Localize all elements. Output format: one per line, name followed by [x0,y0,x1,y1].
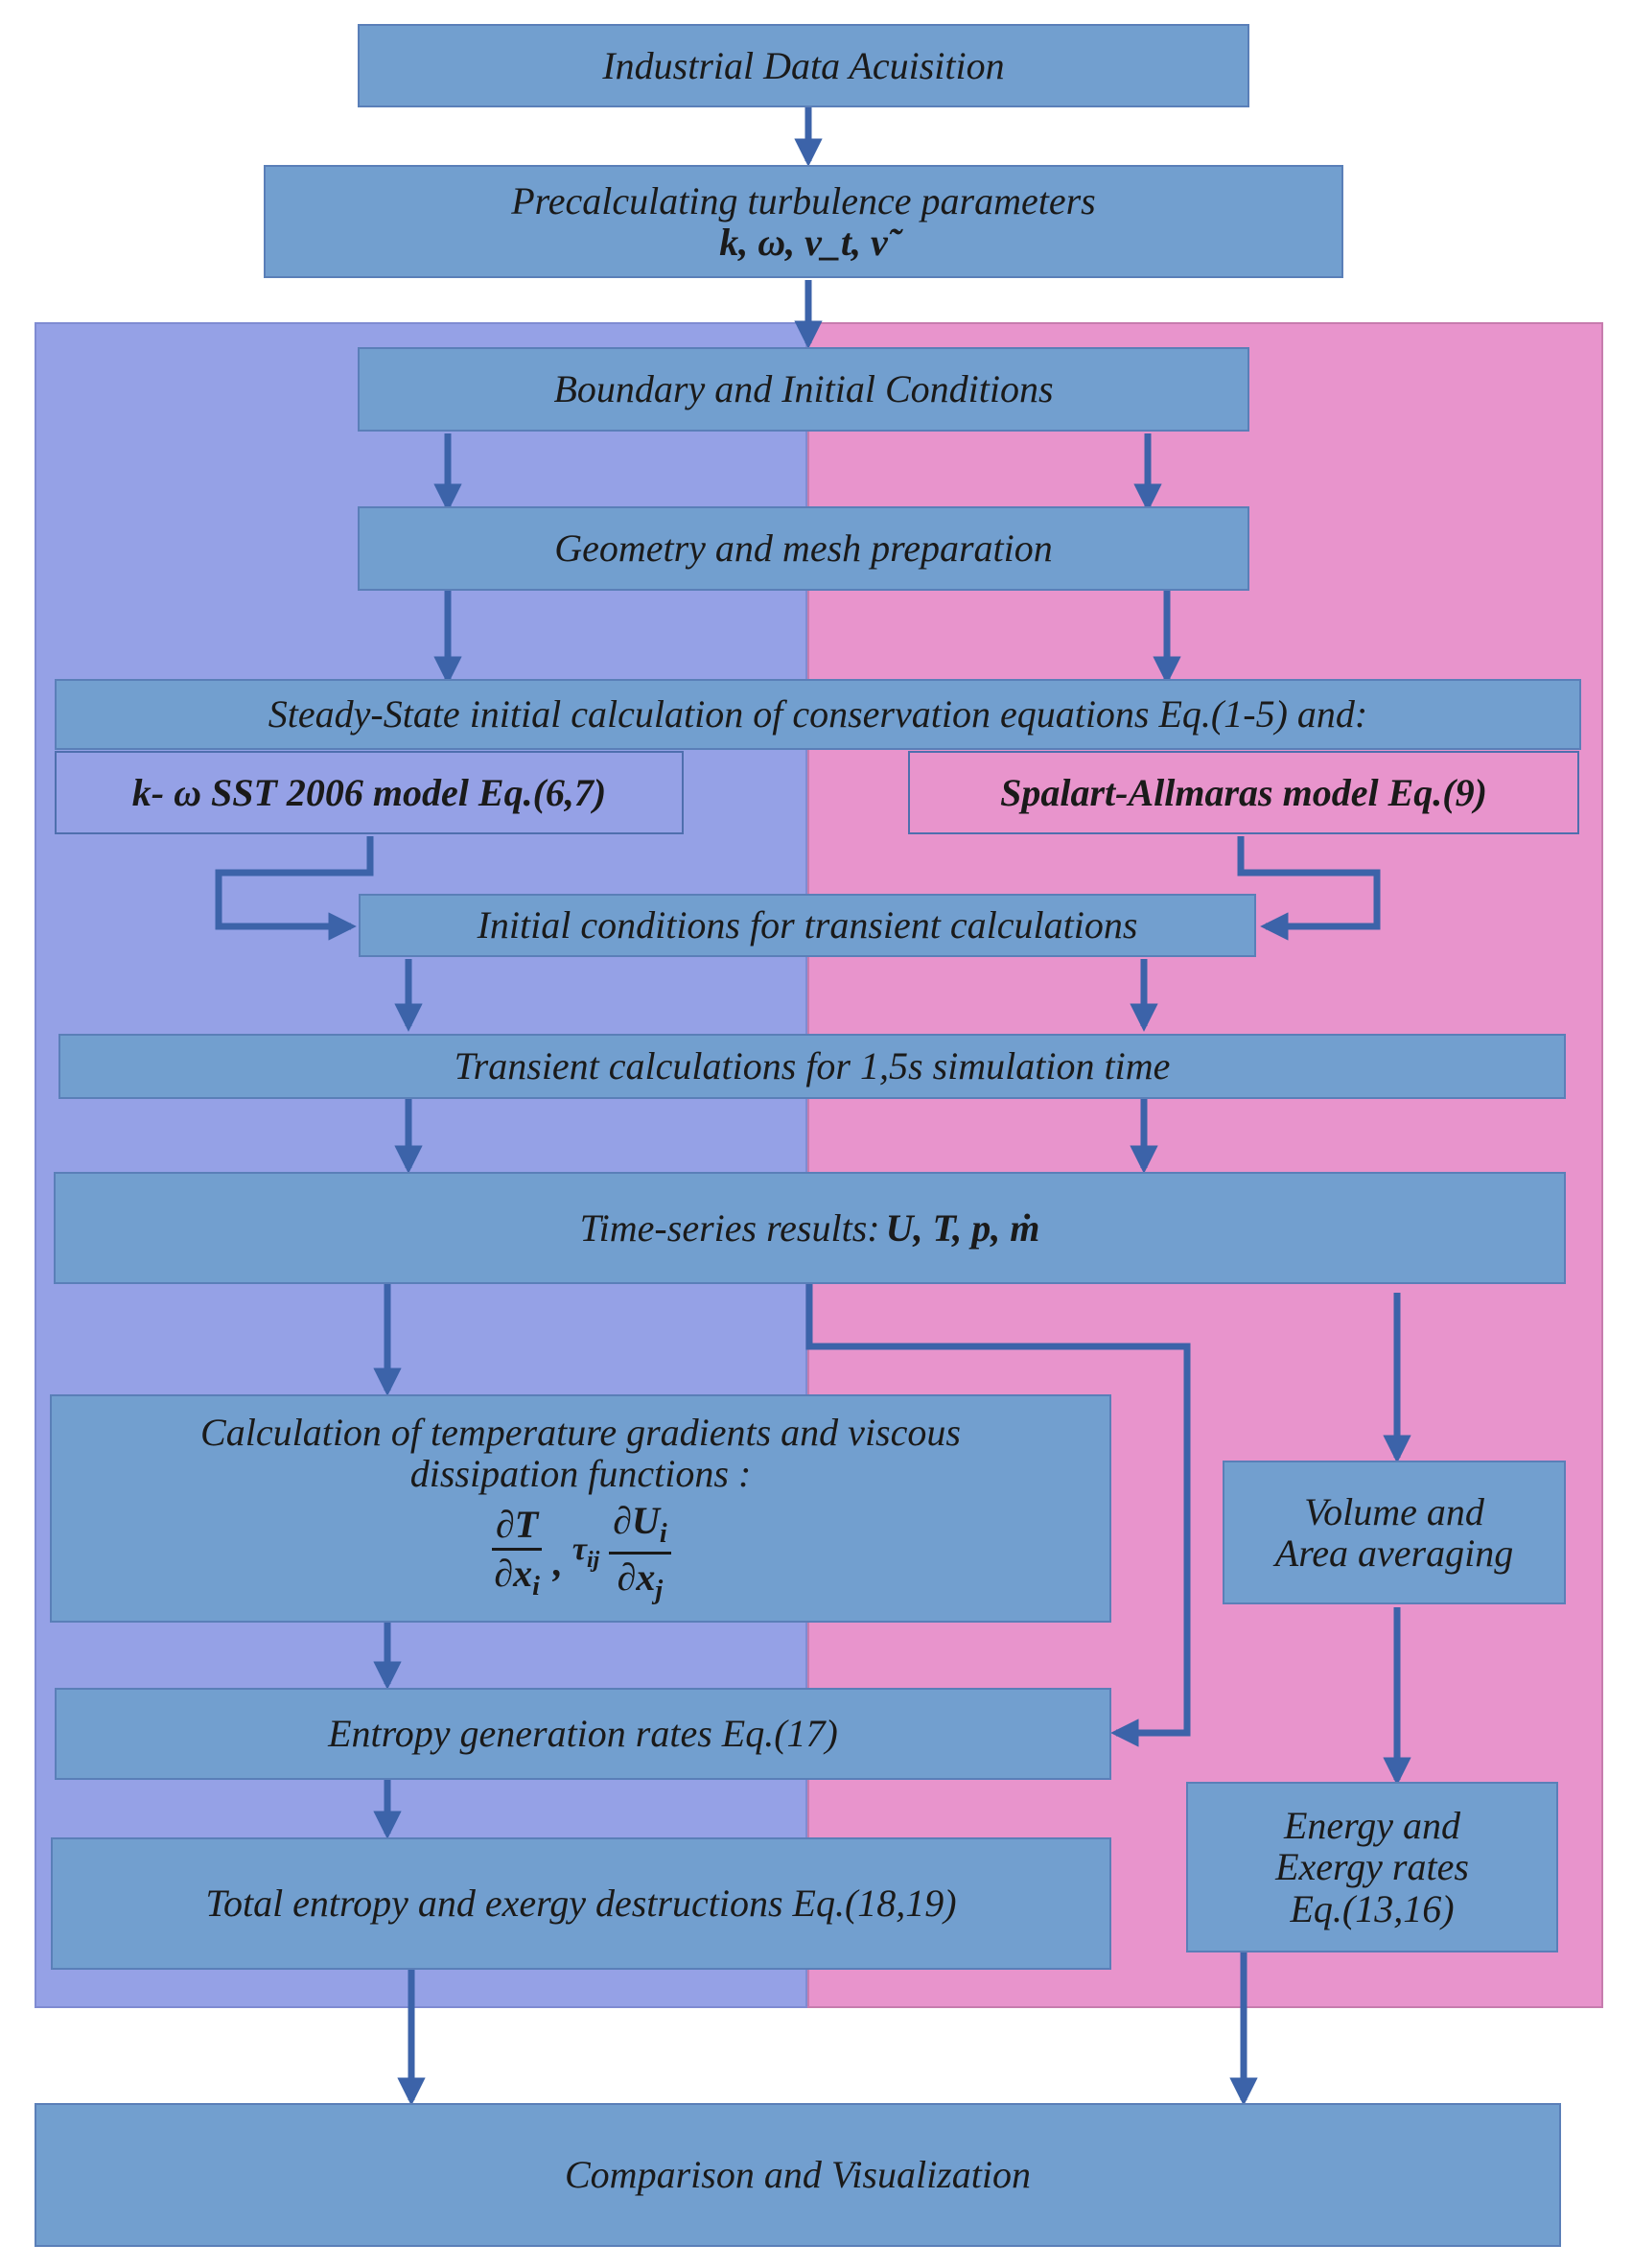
precalc-box: Precalculating turbulence parameters k, … [264,165,1343,278]
timeseries-label: Time-series results: [579,1205,880,1250]
initial-transient-box: Initial conditions for transient calcula… [359,894,1256,957]
dxj-denominator: ∂xj [617,1555,664,1605]
dUi-numerator: ∂Ui [609,1500,671,1555]
dxi-denominator: ∂xi [494,1551,540,1602]
sa-model-box: Spalart-Allmaras model Eq.(9) [908,751,1579,834]
gradients-line2: dissipation functions : [409,1452,752,1496]
precalc-params: k, ω, ν_t, ν̃ [719,221,888,264]
boundary-label: Boundary and Initial Conditions [553,367,1054,411]
gradients-box: Calculation of temperature gradients and… [50,1394,1111,1623]
gradients-line1: Calculation of temperature gradients and… [200,1411,961,1455]
tau-ij: τij [571,1531,600,1573]
velocity-gradient-fraction: ∂Ui ∂xj [609,1500,671,1605]
energy-line1: Energy and [1283,1804,1461,1848]
timeseries-vars: U, T, p, ṁ [885,1205,1040,1250]
volume-avg-line2: Area averaging [1274,1531,1514,1575]
data-acquisition-box: Industrial Data Acuisition [358,24,1249,107]
sa-model-label: Spalart-Allmaras model Eq.(9) [1000,770,1487,814]
comparison-box: Comparison and Visualization [35,2103,1561,2247]
arrow-timeseries-to-entropy [805,1283,1191,1747]
geometry-label: Geometry and mesh preparation [554,526,1053,571]
initial-transient-label: Initial conditions for transient calcula… [477,903,1138,947]
kw-model-label: k- ω SST 2006 model Eq.(6,7) [131,770,607,814]
arrow-sa-to-initial [1237,836,1381,941]
steady-state-box: Steady-State initial calculation of cons… [55,679,1581,750]
temperature-gradient-fraction: ∂T ∂xi [490,1504,544,1601]
precalc-title: Precalculating turbulence parameters [511,178,1096,222]
dT-numerator: ∂T [492,1504,543,1551]
entropy-gen-box: Entropy generation rates Eq.(17) [55,1688,1111,1780]
kw-model-box: k- ω SST 2006 model Eq.(6,7) [55,751,684,834]
steady-state-label: Steady-State initial calculation of cons… [268,692,1368,737]
arrow-kw-to-initial [215,836,374,941]
total-entropy-box: Total entropy and exergy destructions Eq… [51,1837,1111,1970]
energy-exergy-box: Energy and Exergy rates Eq.(13,16) [1186,1782,1558,1952]
energy-line3: Eq.(13,16) [1290,1886,1455,1930]
boundary-box: Boundary and Initial Conditions [358,347,1249,432]
gradient-formula: ∂T ∂xi , τij ∂Ui ∂xj [490,1500,671,1605]
energy-line2: Exergy rates [1275,1845,1469,1889]
comparison-label: Comparison and Visualization [565,2153,1031,2197]
geometry-box: Geometry and mesh preparation [358,506,1249,591]
entropy-gen-label: Entropy generation rates Eq.(17) [328,1712,838,1756]
timeseries-content: Time-series results: U, T, p, ṁ [580,1207,1040,1249]
formula-separator: , [552,1540,563,1584]
volume-avg-box: Volume and Area averaging [1223,1461,1566,1604]
transient-label: Transient calculations for 1,5s simulati… [454,1044,1171,1088]
total-entropy-label: Total entropy and exergy destructions Eq… [205,1882,957,1926]
transient-box: Transient calculations for 1,5s simulati… [58,1034,1566,1099]
timeseries-box: Time-series results: U, T, p, ṁ [54,1172,1566,1284]
volume-avg-line1: Volume and [1304,1489,1484,1533]
data-acquisition-label: Industrial Data Acuisition [602,43,1005,87]
